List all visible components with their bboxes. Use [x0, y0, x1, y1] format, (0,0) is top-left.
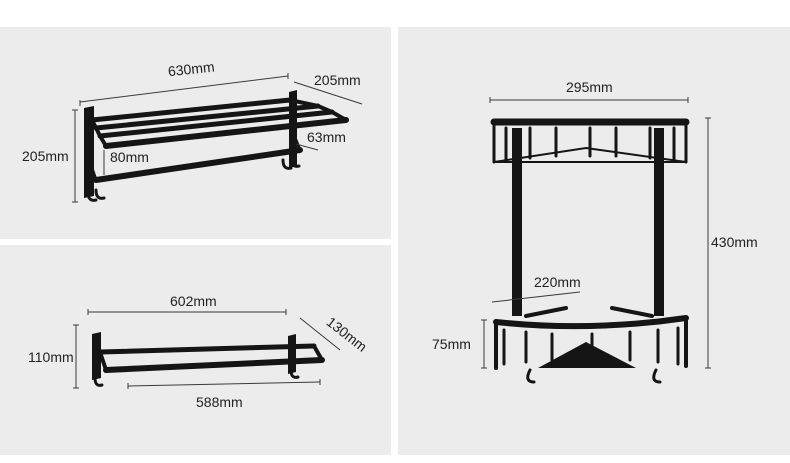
- rack-depth-label: 205mm: [314, 72, 361, 88]
- rack-bar-gap-label: 80mm: [110, 149, 149, 165]
- folding-towel-rack-illustration: [84, 90, 349, 202]
- shelf-height-label: 430mm: [711, 234, 758, 250]
- bar-length-label: 602mm: [170, 293, 217, 309]
- shelf-side-length-label: 220mm: [534, 274, 581, 290]
- rack-height-label: 205mm: [22, 148, 69, 164]
- rack-hook-offset-label: 63mm: [307, 129, 346, 145]
- bar-inner-length-label: 588mm: [196, 394, 243, 410]
- panel-corner-shelf: [398, 27, 790, 455]
- shelf-width-label: 295mm: [566, 79, 613, 95]
- corner-shelf-illustration: [490, 118, 690, 384]
- panel-folding-towel-rack: [0, 27, 391, 239]
- double-towel-bar-dimension-lines: [73, 309, 341, 389]
- double-towel-bar-illustration: [92, 332, 325, 387]
- bar-height-label: 110mm: [28, 349, 74, 365]
- corner-shelf-dimension-lines: [481, 97, 711, 369]
- shelf-tier-height-label: 75mm: [432, 336, 471, 352]
- rack-length-label: 630mm: [167, 58, 215, 79]
- folding-towel-rack-dimension-lines: [72, 73, 363, 203]
- bar-depth-label: 130mm: [323, 314, 370, 355]
